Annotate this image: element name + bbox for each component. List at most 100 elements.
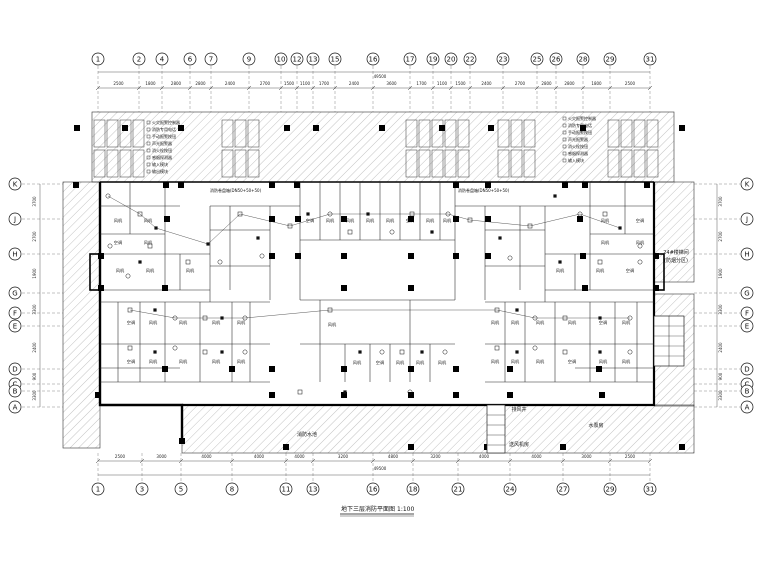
- dimension-tick-top: [310, 85, 316, 91]
- manual-alarm-icon: [153, 350, 157, 354]
- dimension-tick-bottom: [607, 458, 613, 464]
- manual-alarm-icon: [558, 260, 562, 264]
- dimension-tick-top: [430, 85, 436, 91]
- manual-alarm-icon: [420, 350, 424, 354]
- axis-label-top: 23: [499, 56, 508, 64]
- legend-symbol-icon: [146, 134, 151, 139]
- module-box-icon: [399, 349, 405, 355]
- legend-item: 消火栓按钮: [568, 143, 588, 149]
- dimension-value-top: 2500: [113, 81, 124, 86]
- axis-bubble-top: [426, 52, 440, 66]
- axis-label-top: 15: [331, 56, 340, 64]
- dimension-value-top: 2400: [349, 81, 360, 86]
- column-square: [294, 182, 300, 188]
- dimension-tick-top: [467, 85, 473, 91]
- axis-label-top: 17: [406, 56, 415, 64]
- legend-item: 输出模块: [152, 168, 168, 174]
- axis-label-right: B: [745, 388, 750, 396]
- axis-bubble-bottom: [451, 482, 465, 496]
- axis-bubble-top: [204, 52, 218, 66]
- axis-label-bottom: 24: [506, 486, 515, 494]
- module-box-icon: [137, 211, 143, 217]
- legend-symbol-icon: [146, 127, 151, 132]
- axis-label-top: 1: [96, 56, 100, 64]
- dimension-value-top: 2800: [541, 81, 552, 86]
- parking-bay: [633, 149, 646, 178]
- column-square: [562, 182, 568, 188]
- parking-bay: [457, 149, 470, 178]
- room-label: 空调: [114, 239, 122, 246]
- module-box-icon: [287, 223, 293, 229]
- module-box-icon: [467, 217, 473, 223]
- smoke-detector-icon: [577, 211, 583, 217]
- parking-bay: [444, 149, 457, 178]
- column-square: [582, 285, 588, 291]
- column-square: [163, 182, 169, 188]
- dimension-value-top: 2700: [515, 81, 526, 86]
- room-label: 风机: [568, 319, 577, 326]
- interior-walls: [100, 182, 654, 383]
- axis-label-bottom: 29: [606, 486, 615, 494]
- dimension-tick-bottom: [139, 458, 145, 464]
- room-label: 风机: [511, 358, 520, 365]
- legend-symbol-icon: [146, 120, 151, 125]
- smoke-detector-icon: [637, 243, 643, 249]
- column-square: [341, 392, 347, 398]
- room-label: 风机: [416, 359, 425, 366]
- smoke-detector-icon: [107, 243, 113, 249]
- dimension-tick-top: [159, 85, 165, 91]
- parking-bay: [633, 119, 646, 148]
- axis-bubble-bottom: [91, 482, 105, 496]
- dimension-value-top: 2500: [625, 81, 636, 86]
- dimension-value-bottom: 2500: [625, 454, 636, 459]
- room-label: 空调: [306, 217, 314, 224]
- dimension-value-left: 1900: [32, 268, 37, 279]
- module-box-icon: [202, 349, 208, 355]
- column-square: [485, 216, 491, 222]
- room-label: 风机: [491, 319, 500, 326]
- room-label: 风机: [491, 358, 500, 365]
- room-label: 风机: [179, 319, 188, 326]
- parking-bay: [431, 149, 444, 178]
- smoke-detector-icon: [627, 349, 633, 355]
- parking-bay: [119, 149, 132, 178]
- axis-bubble-bottom: [556, 482, 570, 496]
- dimension-value-bottom: 4000: [294, 454, 305, 459]
- axis-label-bottom: 1: [96, 486, 100, 494]
- parking-bay: [132, 119, 145, 148]
- axis-bubble-top: [132, 52, 146, 66]
- dimension-value-bottom: 3200: [430, 454, 441, 459]
- dimension-value-bottom: 4000: [479, 454, 490, 459]
- room-label: 风机: [237, 319, 246, 326]
- dimension-tick-bottom: [455, 458, 461, 464]
- manual-alarm-icon: [153, 308, 157, 312]
- room-label: 空调: [599, 319, 607, 326]
- manual-alarm-icon: [306, 212, 310, 216]
- dimension-value-top: 2400: [225, 81, 236, 86]
- axis-label-top: 20: [447, 56, 456, 64]
- stair-right: [653, 315, 685, 367]
- room-label: 风机: [346, 217, 355, 224]
- room-label: 风机: [438, 359, 447, 366]
- legend-symbol-icon: [562, 158, 567, 163]
- dimension-tick-bottom: [560, 458, 566, 464]
- legend-symbol-icon: [562, 116, 567, 121]
- legend-symbol-icon: [146, 162, 151, 167]
- dimension-value-bottom: 4800: [388, 454, 399, 459]
- axis-bubble-top: [91, 52, 105, 66]
- dimension-value-right: 2700: [718, 231, 723, 242]
- dimension-tick-bottom: [310, 458, 316, 464]
- parking-bay: [418, 149, 431, 178]
- dimension-tick-top: [187, 85, 193, 91]
- room-label: 风机: [144, 217, 153, 224]
- parking-bay: [221, 149, 234, 178]
- axis-label-right: A: [745, 404, 750, 412]
- column-square: [341, 366, 347, 372]
- dimension-value-top: 2800: [171, 81, 182, 86]
- column-square: [485, 253, 491, 259]
- parking-bay: [620, 149, 633, 178]
- module-box-icon: [237, 211, 243, 217]
- axis-label-top: 4: [160, 56, 165, 64]
